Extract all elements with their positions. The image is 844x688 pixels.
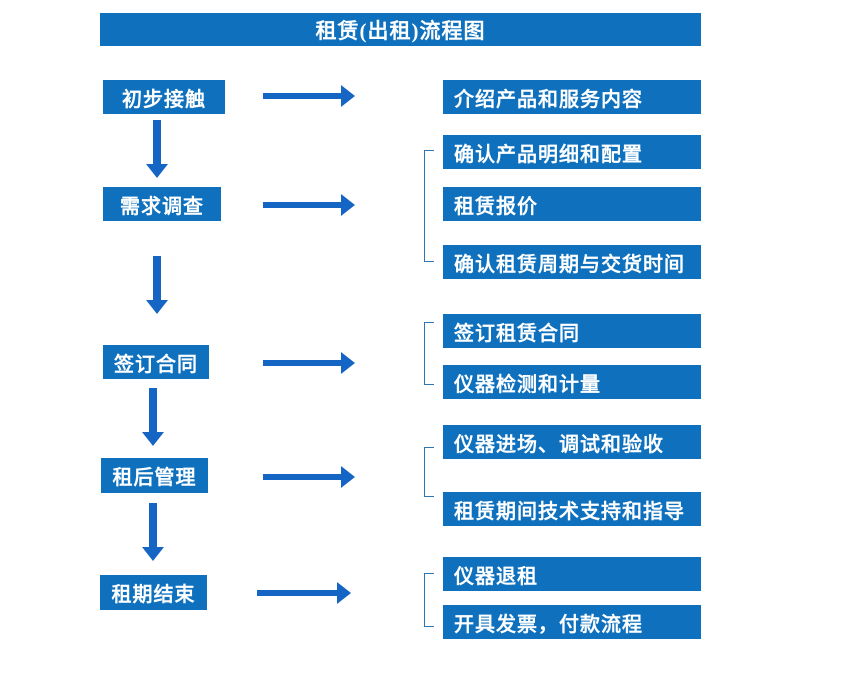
step-box-rental-end: 租期结束 — [100, 575, 207, 610]
arrow-head — [146, 300, 168, 314]
group-bracket — [424, 447, 434, 497]
right-arrow-icon — [263, 466, 355, 488]
group-bracket — [424, 573, 434, 627]
down-arrow-icon — [142, 503, 164, 561]
detail-box-rental-quotation: 租赁报价 — [443, 187, 701, 221]
arrow-shaft — [153, 256, 161, 301]
arrow-head — [146, 164, 168, 178]
arrow-head — [142, 432, 164, 446]
arrow-shaft — [153, 120, 161, 165]
detail-box-instrument-setup-acceptance: 仪器进场、调试和验收 — [443, 425, 701, 459]
group-bracket — [424, 322, 434, 385]
right-arrow-icon — [263, 85, 355, 107]
detail-box-invoice-payment: 开具发票，付款流程 — [443, 605, 701, 639]
arrow-head — [337, 582, 351, 604]
arrow-shaft — [149, 503, 157, 548]
step-box-demand-survey: 需求调查 — [103, 187, 221, 221]
arrow-head — [341, 352, 355, 374]
right-arrow-icon — [263, 194, 355, 216]
arrow-head — [142, 547, 164, 561]
detail-box-instrument-return: 仪器退租 — [443, 557, 701, 591]
right-arrow-icon — [263, 352, 355, 374]
arrow-shaft — [263, 202, 342, 208]
arrow-shaft — [149, 388, 157, 433]
arrow-head — [341, 466, 355, 488]
detail-box-sign-rental-contract: 签订租赁合同 — [443, 314, 701, 348]
detail-box-instrument-testing: 仪器检测和计量 — [443, 365, 701, 399]
arrow-head — [341, 194, 355, 216]
group-bracket — [424, 150, 434, 262]
flowchart-title: 租赁(出租)流程图 — [100, 13, 701, 46]
detail-box-introduce-products: 介绍产品和服务内容 — [443, 80, 701, 114]
detail-box-technical-support: 租赁期间技术支持和指导 — [443, 492, 701, 526]
arrow-shaft — [263, 360, 342, 366]
arrow-head — [341, 85, 355, 107]
step-box-post-rental-management: 租后管理 — [101, 458, 208, 493]
step-box-initial-contact: 初步接触 — [103, 80, 225, 114]
step-box-sign-contract: 签订合同 — [103, 345, 209, 379]
detail-box-confirm-cycle-delivery: 确认租赁周期与交货时间 — [443, 245, 701, 279]
down-arrow-icon — [142, 388, 164, 446]
down-arrow-icon — [146, 120, 168, 178]
arrow-shaft — [263, 474, 342, 480]
arrow-shaft — [257, 590, 338, 596]
right-arrow-icon — [257, 582, 351, 604]
down-arrow-icon — [146, 256, 168, 314]
arrow-shaft — [263, 93, 342, 99]
detail-box-confirm-product-config: 确认产品明细和配置 — [443, 135, 701, 169]
